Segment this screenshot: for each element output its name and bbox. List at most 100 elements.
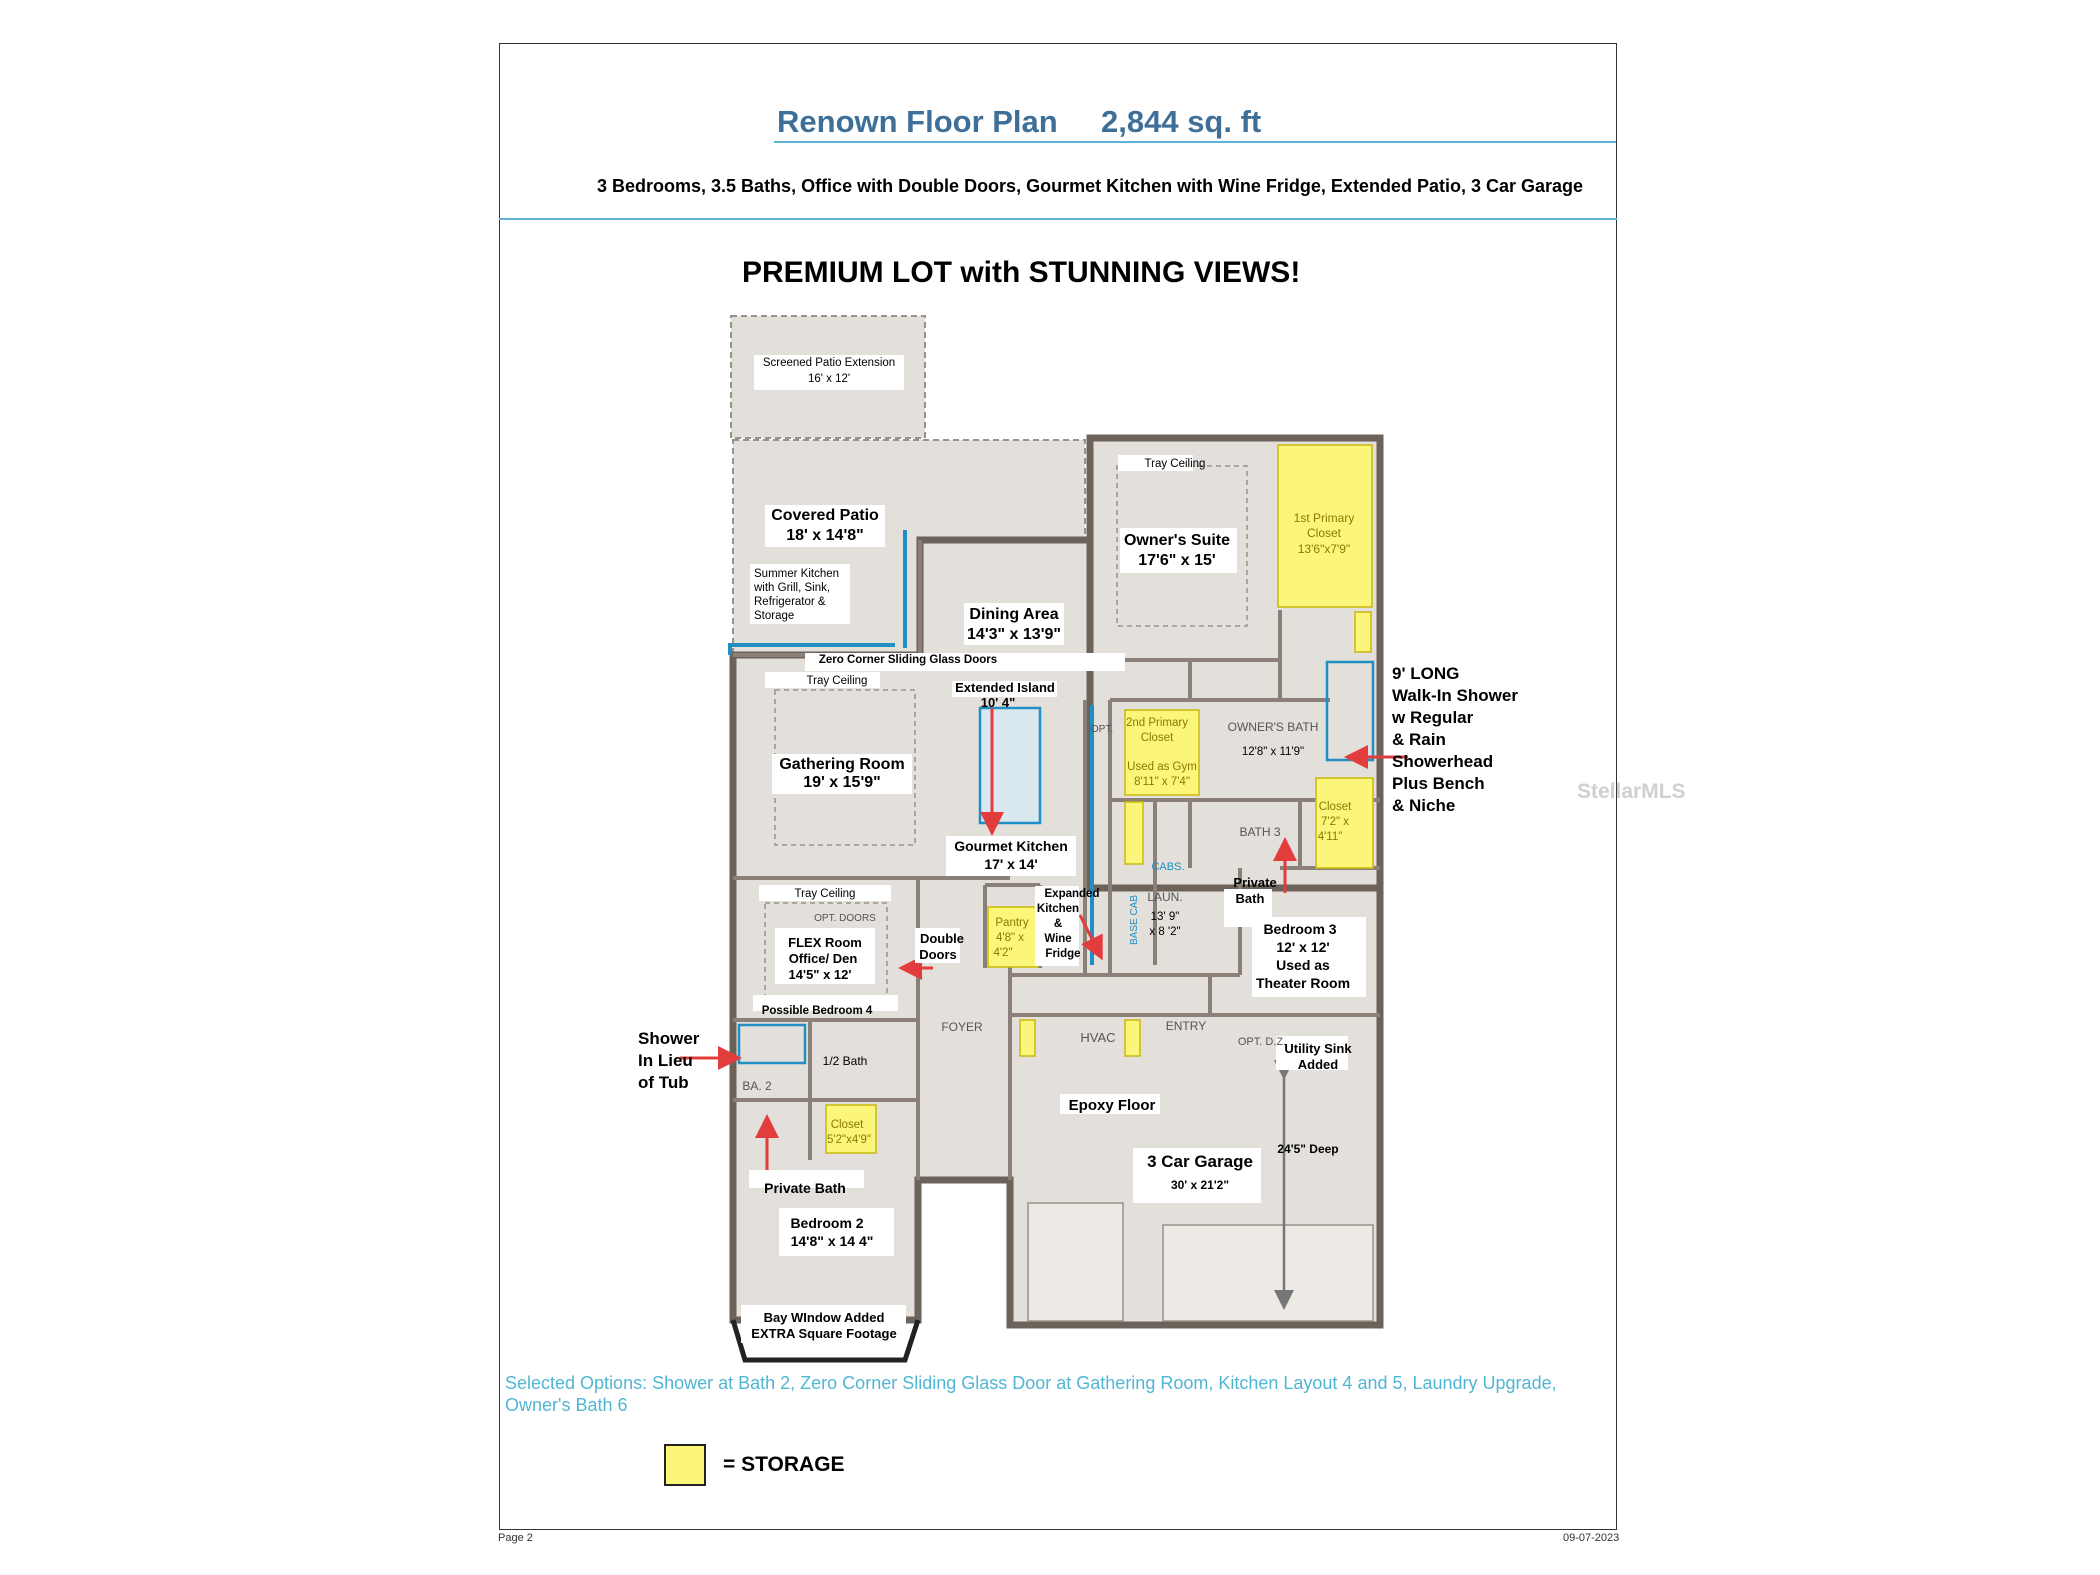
- expanded-kitchen-l1: Expanded: [1045, 888, 1100, 900]
- closet-owner-l3: 4'11": [1318, 831, 1343, 843]
- gathering-size: 19' x 15'9": [803, 774, 880, 791]
- owners-suite-size: 17'6" x 15': [1138, 552, 1215, 569]
- bedroom3-size: 12' x 12': [1276, 939, 1329, 955]
- bedroom2-size: 14'8" x 14 4": [791, 1233, 874, 1249]
- tray-ceiling-owner: Tray Ceiling: [1145, 458, 1206, 470]
- bay-window-outline: [730, 1319, 921, 1363]
- double-doors-l2: Doors: [919, 947, 957, 962]
- screened-patio-size: 16' x 12': [808, 373, 850, 385]
- garage-doors: [1027, 1202, 1374, 1322]
- primary-closet-2-l3: Used as Gym: [1127, 761, 1197, 773]
- summer-kitchen-l3: Refrigerator &: [754, 596, 826, 608]
- dining-name: Dining Area: [969, 606, 1058, 623]
- ba2-label: BA. 2: [742, 1079, 772, 1093]
- private-bath-bed2: Private Bath: [764, 1180, 846, 1196]
- bath3-label: BATH 3: [1239, 825, 1280, 839]
- expanded-kitchen-l5: Fridge: [1045, 948, 1080, 960]
- title-underline: [774, 141, 1616, 143]
- laundry-size2: x 8 '2": [1149, 926, 1180, 938]
- primary-closet-2-l4: 8'11" x 7'4": [1134, 776, 1190, 788]
- dining-size: 14'3" x 13'9": [967, 626, 1061, 643]
- plan-square-footage: 2,844 sq. ft: [1101, 104, 1262, 139]
- walk-in-shower-l1: 9' LONG: [1392, 664, 1459, 683]
- flex-l4: Possible Bedroom 4: [762, 1005, 873, 1017]
- closet-bed2-l2: 5'2"x4'9": [827, 1134, 871, 1146]
- page-frame: [499, 43, 1617, 1530]
- opt-dz-label: OPT. D.Z.: [1238, 1036, 1286, 1048]
- pantry-l3: 4'2": [993, 947, 1012, 959]
- storage-legend-swatch: [664, 1444, 706, 1486]
- primary-closet-1-l2: Closet: [1307, 526, 1342, 540]
- selected-options: Selected Options: Shower at Bath 2, Zero…: [505, 1373, 1557, 1415]
- pantry-l2: 4'8" x: [996, 932, 1024, 944]
- expanded-kitchen-l4: Wine: [1044, 933, 1071, 945]
- flex-l1: FLEX Room: [788, 935, 862, 950]
- walk-in-shower-l3: w Regular: [1391, 708, 1474, 727]
- cabs-label: CABS.: [1151, 861, 1184, 873]
- utility-sink-l2: Added: [1298, 1057, 1339, 1072]
- shower-lieu-l3: of Tub: [638, 1073, 689, 1092]
- laundry-name: LAUN.: [1147, 890, 1182, 904]
- private-bath-l2: Bath: [1236, 891, 1265, 906]
- extended-island-name: Extended Island: [955, 680, 1055, 695]
- bay-window-l2: EXTRA Square Footage: [751, 1326, 896, 1341]
- screened-patio-name: Screened Patio Extension: [763, 357, 895, 369]
- flex-opt-doors: OPT. DOORS: [814, 913, 876, 924]
- label-backgrounds: [741, 355, 1366, 1343]
- bedroom2-name: Bedroom 2: [790, 1215, 863, 1231]
- owners-bath-size: 12'8" x 11'9": [1242, 746, 1304, 758]
- walk-in-shower-l4: & Rain: [1392, 730, 1446, 749]
- kitchen-name: Gourmet Kitchen: [954, 838, 1068, 854]
- bedroom3-name: Bedroom 3: [1263, 921, 1336, 937]
- covered-patio-size: 18' x 14'8": [786, 527, 863, 544]
- header-divider: [499, 218, 1617, 220]
- primary-closet-2-l2: Closet: [1141, 732, 1174, 744]
- shower-lieu-l2: In Lieu: [638, 1051, 693, 1070]
- closet-owner-l1: Closet: [1319, 801, 1352, 813]
- pantry-l1: Pantry: [995, 917, 1028, 929]
- flex-l2: Office/ Den: [789, 951, 858, 966]
- half-bath-label: 1/2 Bath: [823, 1054, 868, 1068]
- primary-closet-2-l1: 2nd Primary: [1126, 717, 1188, 729]
- zero-corner-label: Zero Corner Sliding Glass Doors: [819, 654, 997, 666]
- footer-date: 09-07-2023: [1563, 1532, 1620, 1544]
- walk-in-shower-l5: Showerhead: [1392, 752, 1493, 771]
- opt-label: OPT.: [1091, 724, 1113, 735]
- shower-lieu-l1: Shower: [638, 1029, 700, 1048]
- summer-kitchen-l2: with Grill, Sink,: [753, 582, 830, 594]
- gathering-name: Gathering Room: [779, 756, 904, 773]
- bedroom3-use2: Theater Room: [1256, 975, 1350, 991]
- closet-owner-l2: 7'2" x: [1321, 816, 1349, 828]
- walk-in-shower-l2: Walk-In Shower: [1392, 686, 1518, 705]
- covered-patio-name: Covered Patio: [771, 507, 879, 524]
- expanded-kitchen-l2: Kitchen: [1037, 903, 1079, 915]
- base-cab-label: BASE CAB: [1129, 895, 1140, 945]
- foyer-label: FOYER: [941, 1020, 983, 1034]
- summer-kitchen-l1: Summer Kitchen: [754, 568, 839, 580]
- walk-in-shower-l7: & Niche: [1392, 796, 1455, 815]
- plan-features: 3 Bedrooms, 3.5 Baths, Office with Doubl…: [597, 176, 1584, 196]
- tray-ceiling-gathering: Tray Ceiling: [807, 675, 868, 687]
- double-doors-l1: Double: [920, 931, 964, 946]
- tray-ceiling-flex: Tray Ceiling: [795, 888, 856, 900]
- premium-lot-banner: PREMIUM LOT with STUNNING VIEWS!: [742, 256, 1301, 289]
- entry-label: ENTRY: [1166, 1019, 1206, 1033]
- bay-window-l1: Bay WIndow Added: [764, 1310, 885, 1325]
- walk-in-shower-l6: Plus Bench: [1392, 774, 1485, 793]
- storage-legend-label: = STORAGE: [723, 1453, 845, 1476]
- garage-depth: 24'5" Deep: [1277, 1142, 1338, 1156]
- summer-kitchen-l4: Storage: [754, 610, 794, 622]
- laundry-size1: 13' 9": [1151, 911, 1180, 923]
- flex-l3: 14'5" x 12': [789, 967, 852, 982]
- utility-sink-l1: Utility Sink: [1284, 1041, 1352, 1056]
- plan-title: Renown Floor Plan: [777, 104, 1058, 139]
- watermark: StellarMLS: [1577, 780, 1686, 803]
- extended-island-size: 10' 4": [981, 695, 1016, 710]
- owners-suite-name: Owner's Suite: [1124, 532, 1230, 549]
- primary-closet-1-l3: 13'6"x7'9": [1298, 542, 1350, 556]
- hvac-label: HVAC: [1080, 1030, 1115, 1045]
- garage-name: 3 Car Garage: [1147, 1152, 1253, 1171]
- expanded-kitchen-l3: &: [1054, 918, 1062, 930]
- kitchen-size: 17' x 14': [984, 856, 1037, 872]
